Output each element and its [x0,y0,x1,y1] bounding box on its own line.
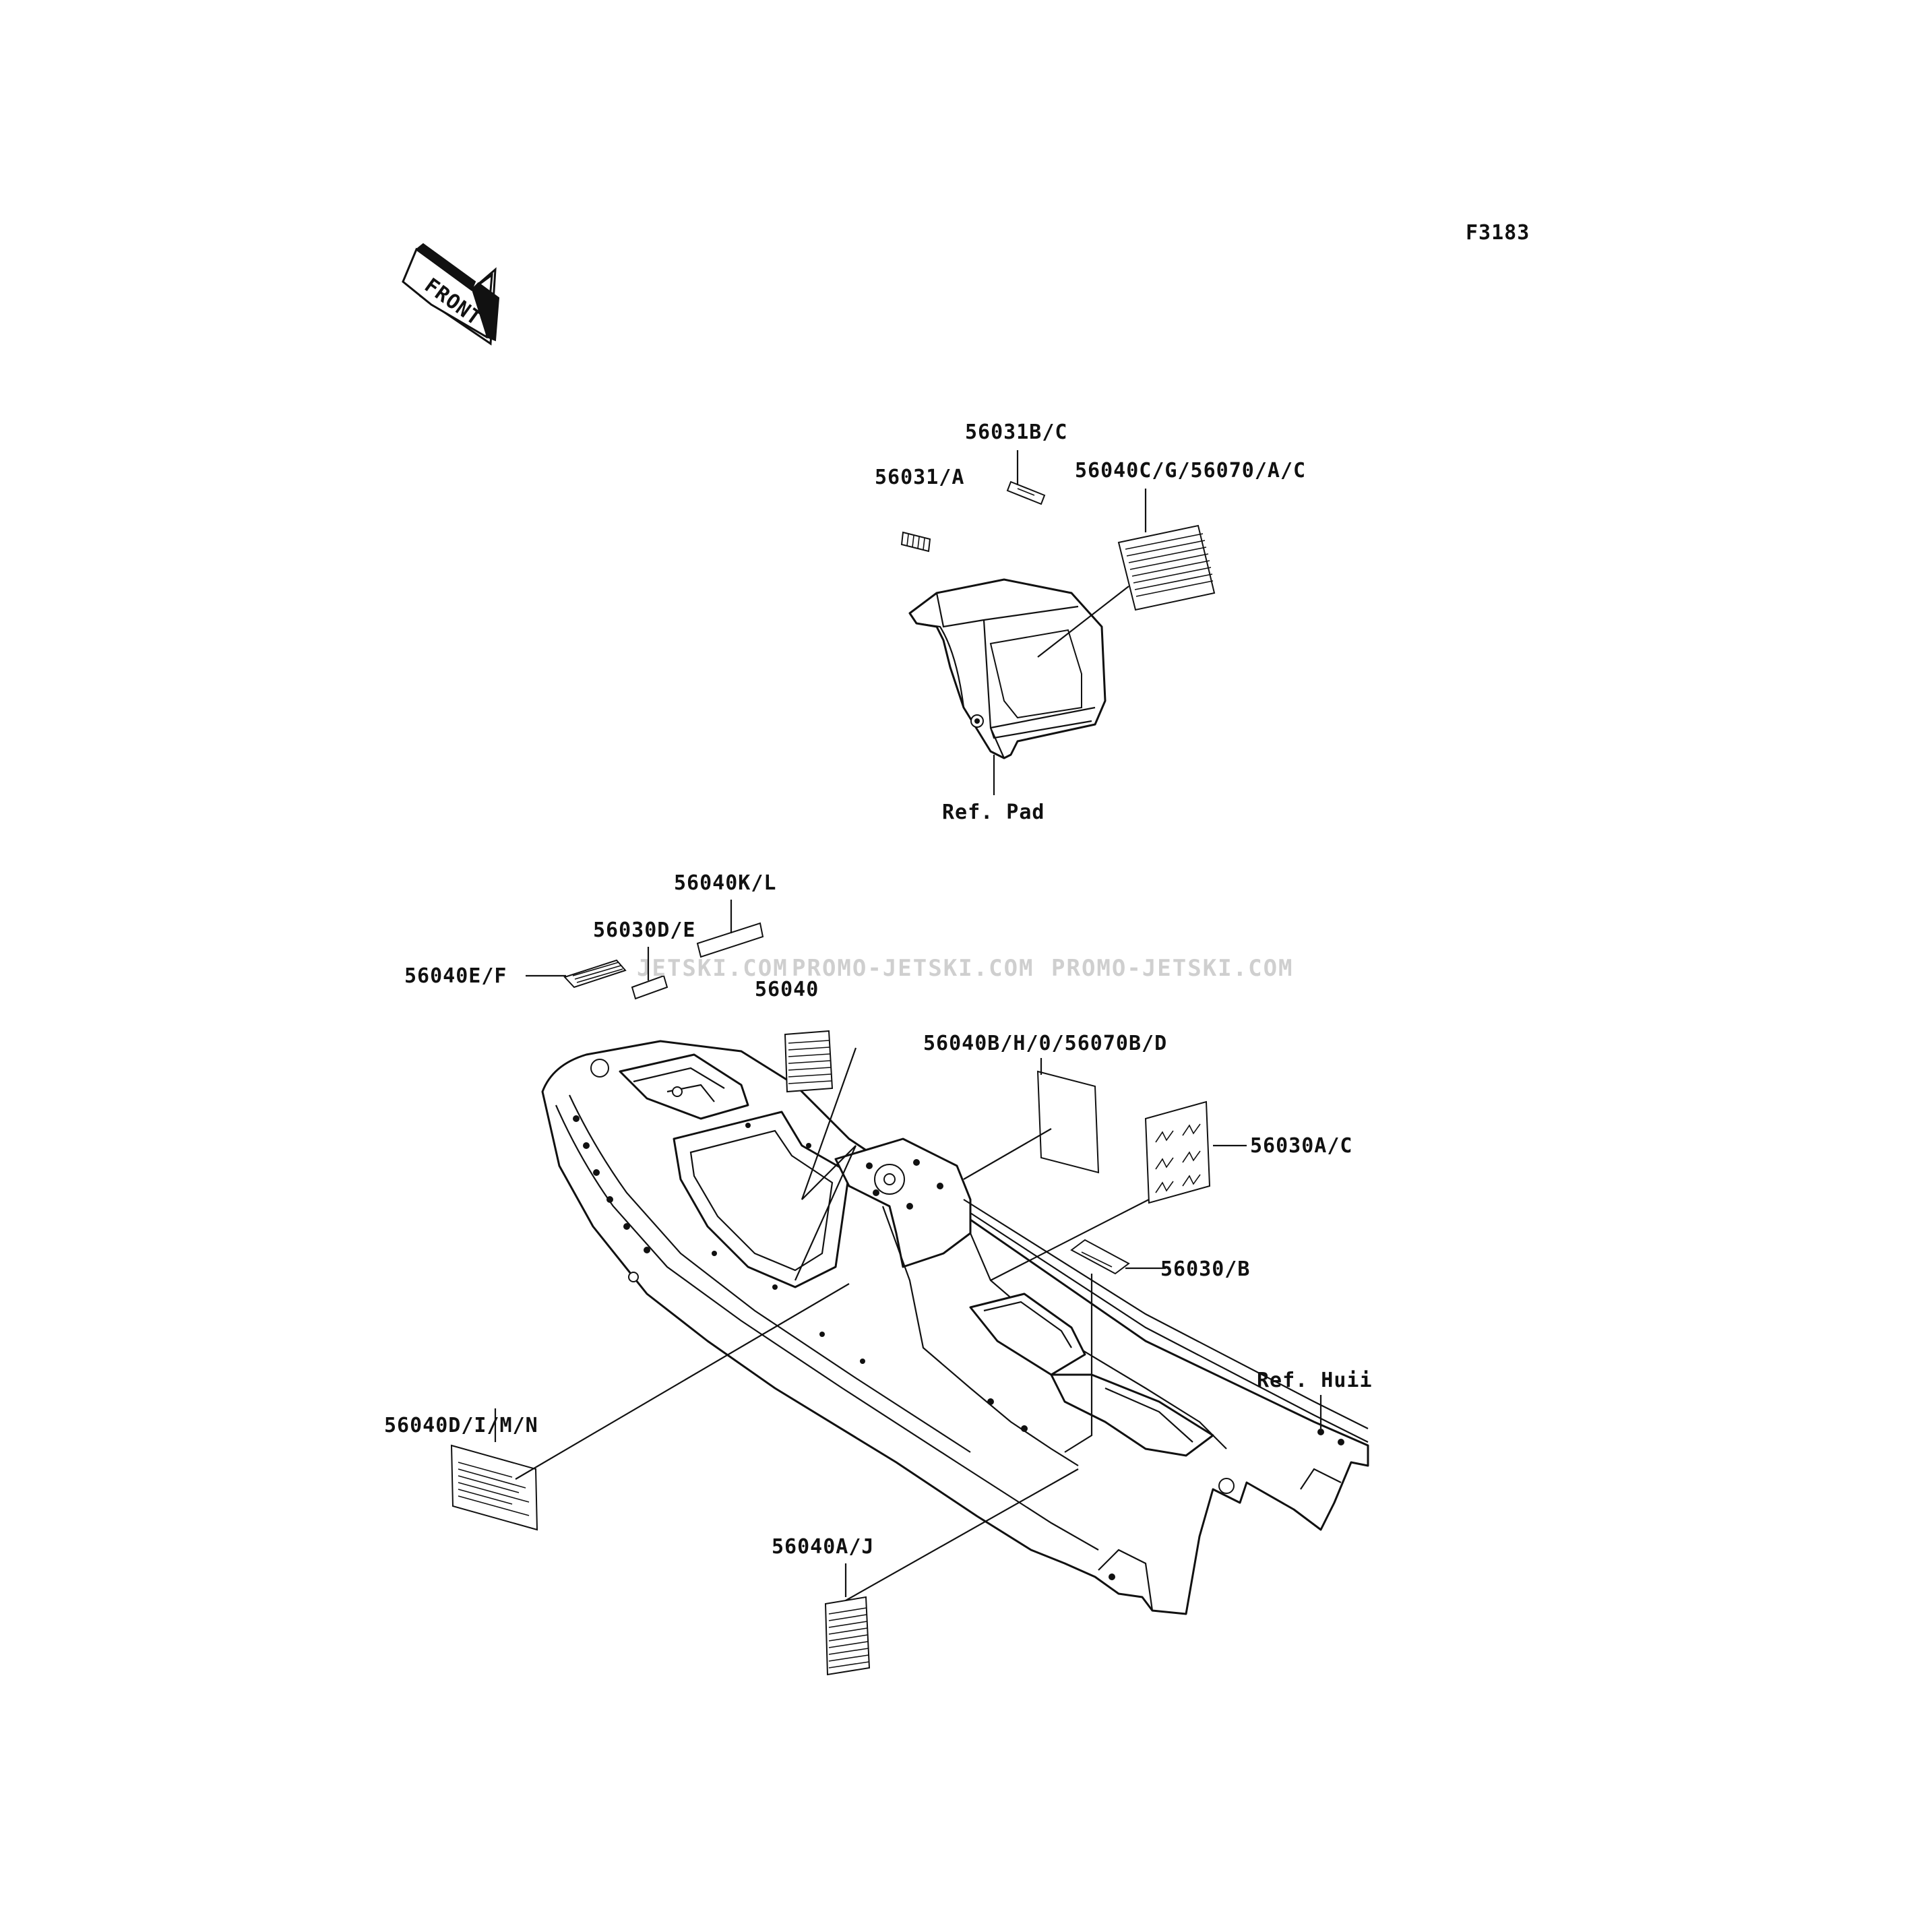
label-56031A: 56031/A [875,466,964,489]
decal-56040AJ [824,1596,871,1676]
label-56031BC: 56031B/C [965,420,1068,444]
watermark-text-1: JETSKI.COM [637,955,788,982]
steering-mount [834,1138,972,1268]
decal-56031A [900,531,931,553]
label-56030AC: 56030A/C [1250,1134,1353,1158]
label-56030DE: 56030D/E [593,918,696,942]
label-56040CG: 56040C/G/56070/A/C [1075,459,1306,482]
decal-56030B [1070,1239,1130,1275]
decal-56040EF [563,959,627,989]
label-56040EF: 56040E/F [404,964,507,988]
decal-56040DIMN [450,1444,538,1531]
label-56040DIMN: 56040D/I/M/N [384,1414,538,1437]
front-arrow-icon: FRONT [402,243,500,346]
front-deck [673,1111,850,1288]
watermark: JETSKI.COM PROMO-JETSKI.COM PROMO-JETSKI… [637,955,1294,982]
pad-assembly: 56031B/C 56031/A 56040C/G/56070/A/C Ref.… [875,420,1306,824]
decal-56030DE [631,974,668,1000]
hull-body [541,1040,1369,1615]
decal-56040BH [1036,1070,1100,1174]
decal-56031BC [1006,480,1046,505]
label-ref-pad: Ref. Pad [942,801,1045,824]
hull-assembly [541,1040,1369,1615]
label-56030B: 56030/B [1160,1257,1250,1281]
label-56040AJ: 56040A/J [772,1535,875,1559]
footwell [969,1292,1086,1376]
decal-56030AC [1144,1100,1211,1204]
watermark-text-3: PROMO-JETSKI.COM [1051,955,1294,982]
pad-panel [989,629,1082,719]
storage-hatch [619,1053,749,1120]
label-ref-hull: Ref. Huii [1257,1369,1373,1392]
decal-56040 [784,1030,834,1093]
figure-code: F3183 [1466,221,1530,245]
label-56040BH: 56040B/H/0/56070B/D [923,1032,1167,1055]
watermark-text-2: PROMO-JETSKI.COM [792,955,1034,982]
label-56040KL: 56040K/L [674,871,777,895]
label-56040: 56040 [755,978,819,1001]
decal-56040CG [1117,524,1216,611]
decal-56040KL [696,922,764,958]
